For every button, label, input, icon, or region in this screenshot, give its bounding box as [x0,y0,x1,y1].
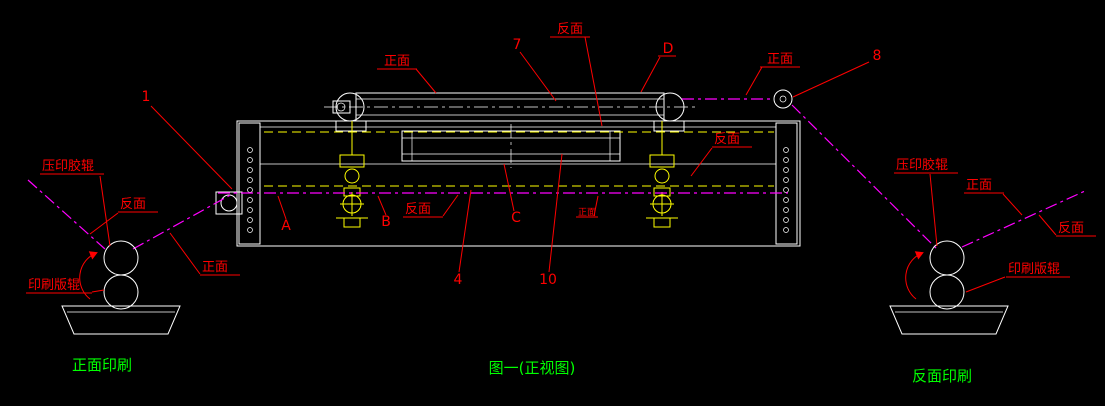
label-right-plate-roller: 印刷版辊 [966,262,1070,292]
callout-10: 10 [539,154,562,288]
left-printing-unit [62,241,180,334]
left-rotation-arrow [80,251,98,299]
right-plate-label: 印刷版辊 [1008,262,1060,277]
left-ink-tray [62,306,180,334]
label-left-impression-roller: 压印胶辊 [40,158,110,246]
left-unit-caption: 正面印刷 [72,356,132,374]
right-ink-tray [890,306,1008,334]
right-web-front-label: 正面 [966,178,992,193]
web-outgoing-right [962,191,1085,247]
callout-1-label: 1 [142,89,151,105]
right-impression-label: 压印胶辊 [896,157,948,173]
left-plate-roller [104,275,138,309]
exit-guide-roller-8 [774,90,792,108]
left-impression-label: 压印胶辊 [42,158,94,174]
top-back-label: 反面 [557,22,583,37]
right-mount-block [654,121,684,131]
top-front-left-label: 正面 [384,54,410,69]
right-unit-caption: 反面印刷 [912,367,972,385]
callout-A: A [278,196,291,234]
label-mid-back-right: 反面 [691,132,752,176]
right-impression-roller [930,241,964,275]
callout-B: B [378,196,391,230]
callout-4: 4 [454,190,471,288]
inner-bar-assembly [402,124,620,168]
callout-1: 1 [142,89,232,189]
top-drum-cylinder [324,93,696,121]
left-plate-label: 印刷版辊 [28,278,80,293]
right-plate-roller [930,275,964,309]
label-left-web-back: 反面 [90,197,158,234]
callout-4-label: 4 [454,272,463,288]
callout-b-label: B [381,214,391,230]
right-side-plate [776,123,797,244]
label-left-web-front: 正面 [170,233,240,275]
right-plate-holes [784,148,789,233]
callout-d-label: D [663,41,674,57]
mid-back-right-label: 反面 [714,132,740,147]
label-top-back: 反面 [550,22,602,126]
yellow-guide-lines [264,132,774,186]
callout-7-label: 7 [513,37,522,53]
web-left-to-dryer [133,193,234,249]
callout-7: 7 [513,37,556,101]
mid-back-label: 反面 [405,202,431,217]
left-impression-roller [104,241,138,275]
callout-8: 8 [793,48,881,97]
callout-c-label: C [511,210,521,226]
web-incoming-left [28,180,105,249]
label-right-web-front: 正面 [964,178,1022,215]
callout-8-label: 8 [873,48,882,64]
mid-front-small-label: 正面 [578,207,596,218]
label-right-impression-roller: 压印胶辊 [894,157,958,246]
label-right-web-back: 反面 [1039,215,1096,236]
label-top-front-right: 正面 [746,52,800,95]
nozzle-assembly-left [336,121,368,227]
callout-10-label: 10 [539,272,557,288]
label-mid-front-small: 正面 [576,196,598,218]
left-side-plate [239,123,260,244]
left-mount-block [336,121,366,131]
nozzle-assembly-right [646,121,678,227]
label-top-front-left: 正面 [377,54,436,93]
left-web-back-label: 反面 [120,197,146,212]
figure-title: 图一(正视图) [489,359,576,377]
label-left-plate-roller: 印刷版辊 [26,278,104,293]
left-web-front-label: 正面 [202,260,228,275]
web-down-to-right-unit [792,105,938,250]
callout-D: D [641,41,676,92]
web-path [28,99,1085,250]
right-printing-unit [890,241,1008,334]
label-mid-back: 反面 [403,195,458,217]
top-front-right-label: 正面 [767,52,793,67]
right-rotation-arrow [906,251,924,299]
right-web-back-label: 反面 [1058,221,1084,236]
callout-a-label: A [281,218,291,234]
left-plate-holes [248,148,253,233]
callout-C: C [504,164,521,226]
